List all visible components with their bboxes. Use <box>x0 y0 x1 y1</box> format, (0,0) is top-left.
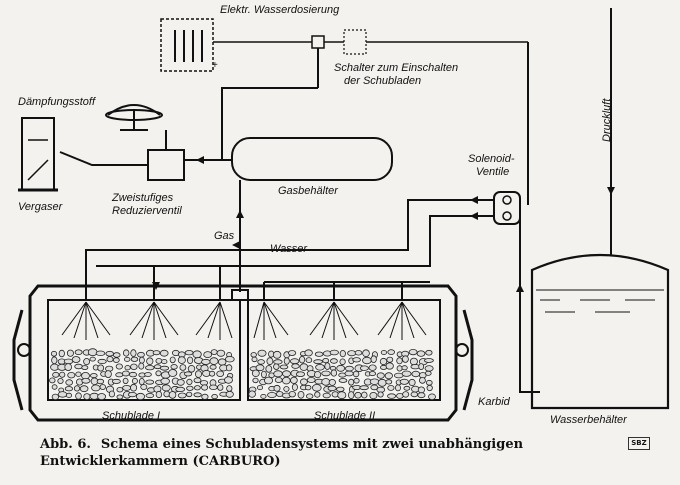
battery <box>160 18 214 72</box>
flow-arrow <box>607 187 615 195</box>
figure-caption: Abb. 6. Schema eines Schubladensystems mi… <box>40 436 523 470</box>
caption-title: Schema eines Schubladensystems mit zwei … <box>100 437 524 452</box>
spray-nozzle <box>129 301 179 340</box>
label-carburetor: Vergaser <box>18 201 63 213</box>
label-switch-line2: der Schubladen <box>344 75 422 87</box>
caption-line-1: Abb. 6. Schema eines Schubladensystems mi… <box>40 436 523 453</box>
label-carbide: Karbid <box>478 396 510 408</box>
label-reducer-line2: Reduzierventil <box>112 205 182 217</box>
label-gas: Gas <box>214 230 235 242</box>
gas-tank <box>231 137 393 181</box>
flow-arrow <box>516 284 524 292</box>
solenoid-valves <box>493 191 521 225</box>
publisher-badge: SBZ <box>628 437 650 450</box>
flow-arrow <box>232 241 240 249</box>
label-drawer-2: Schublade II <box>314 410 376 422</box>
label-water: Wasser <box>270 243 308 255</box>
flow-arrow <box>152 282 160 290</box>
label-compressed-air: Druckluft <box>601 98 613 142</box>
water-tank <box>530 253 670 410</box>
battery-plus: + <box>212 60 218 71</box>
flow-arrow <box>470 212 478 220</box>
label-solenoid-line2: Ventile <box>476 166 510 178</box>
label-solenoid-line1: Solenoid- <box>468 153 515 165</box>
label-reducer-line1: Zweistufiges <box>112 192 174 204</box>
label-gas-tank: Gasbehälter <box>278 185 338 197</box>
label-water-dosing: Elektr. Wasserdosierung <box>220 4 340 16</box>
caption-figure-number: Abb. 6. <box>40 437 91 452</box>
reducing-valve <box>147 149 185 181</box>
flow-arrow <box>236 210 244 218</box>
flow-arrow <box>196 156 204 164</box>
spray-nozzle <box>377 301 427 340</box>
flow-arrow <box>470 196 478 204</box>
drawer-housing <box>28 284 458 422</box>
spray-nozzle <box>309 301 359 340</box>
caption-line-2: Entwicklerkammern (CARBURO) <box>40 454 281 469</box>
spray-nozzle <box>253 301 289 340</box>
water-dosing-unit <box>311 35 325 49</box>
spray-nozzle <box>61 301 111 340</box>
label-water-tank: Wasserbehälter <box>550 414 627 426</box>
label-drawer-1: Schublade I <box>102 410 161 422</box>
switch-box <box>343 29 367 55</box>
label-damping-material: Dämpfungsstoff <box>18 96 96 108</box>
carbide-fill <box>49 348 436 401</box>
carburetor <box>21 117 55 191</box>
spray-nozzle <box>195 301 233 340</box>
label-switch-line1: Schalter zum Einschalten <box>334 62 459 74</box>
